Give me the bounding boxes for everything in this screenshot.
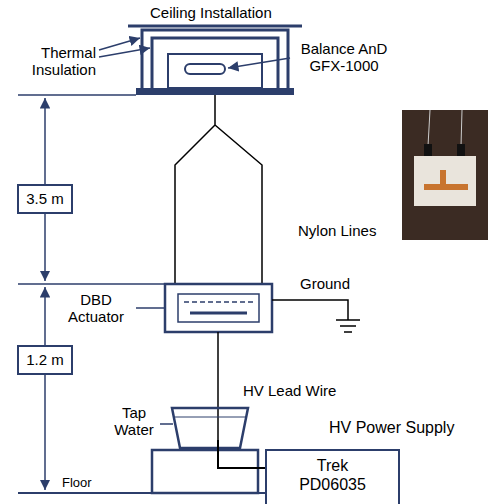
lead-wire-label: HV Lead Wire bbox=[243, 382, 336, 399]
buried-electrode bbox=[190, 312, 247, 315]
reference-line bbox=[18, 94, 136, 96]
dimension-value: 1.2 m bbox=[26, 351, 64, 369]
bucket-stand bbox=[152, 450, 258, 493]
balance-pan bbox=[185, 64, 225, 74]
leader-line bbox=[99, 38, 140, 50]
insulation-outer bbox=[142, 30, 288, 88]
ground-label: Ground bbox=[300, 275, 350, 292]
insulation-label: Thermal Insulation bbox=[14, 44, 96, 78]
ground-symbol bbox=[336, 320, 360, 332]
nylon-lines bbox=[175, 95, 262, 284]
photo-electrode bbox=[440, 170, 446, 184]
water-surface bbox=[175, 417, 245, 418]
ground-wire bbox=[272, 300, 348, 320]
mount-plate bbox=[136, 88, 294, 95]
leader-line bbox=[228, 58, 290, 68]
photo-string bbox=[428, 110, 430, 146]
dimension-line bbox=[44, 287, 46, 490]
actuator-frame bbox=[165, 284, 272, 332]
supply-wire bbox=[218, 440, 265, 468]
hv-lead-wire bbox=[217, 332, 219, 440]
actuator-label: DBD Actuator bbox=[58, 291, 134, 325]
ceiling-label: Ceiling Installation bbox=[150, 4, 272, 21]
balance-body bbox=[168, 54, 262, 88]
photo-background bbox=[402, 110, 488, 240]
water-label: Tap Water bbox=[108, 404, 160, 438]
dimension-box: 1.2 m bbox=[17, 345, 73, 375]
photo-plate bbox=[414, 156, 476, 206]
ceiling-line bbox=[128, 25, 302, 28]
power-supply-box: HV Power SupplyTrek PD06035 bbox=[265, 449, 400, 504]
actuator-plate bbox=[178, 294, 259, 322]
leader-line bbox=[99, 48, 150, 57]
photo-string bbox=[461, 110, 462, 146]
reference-line bbox=[18, 283, 165, 285]
balance-label: Balance AnD GFX-1000 bbox=[292, 40, 396, 74]
photo-electrode bbox=[424, 184, 468, 190]
leader-line bbox=[160, 423, 173, 425]
device-name: Trek PD06035 bbox=[293, 456, 373, 494]
dimension-box: 3.5 m bbox=[17, 184, 73, 214]
water-bucket bbox=[172, 408, 248, 448]
device-heading: HV Power Supply bbox=[329, 419, 454, 437]
exposed-electrode bbox=[184, 301, 253, 303]
floor-label: Floor bbox=[62, 474, 92, 491]
leader-line bbox=[136, 307, 164, 309]
dimension-value: 3.5 m bbox=[26, 190, 64, 208]
nylon-label: Nylon Lines bbox=[298, 222, 376, 239]
